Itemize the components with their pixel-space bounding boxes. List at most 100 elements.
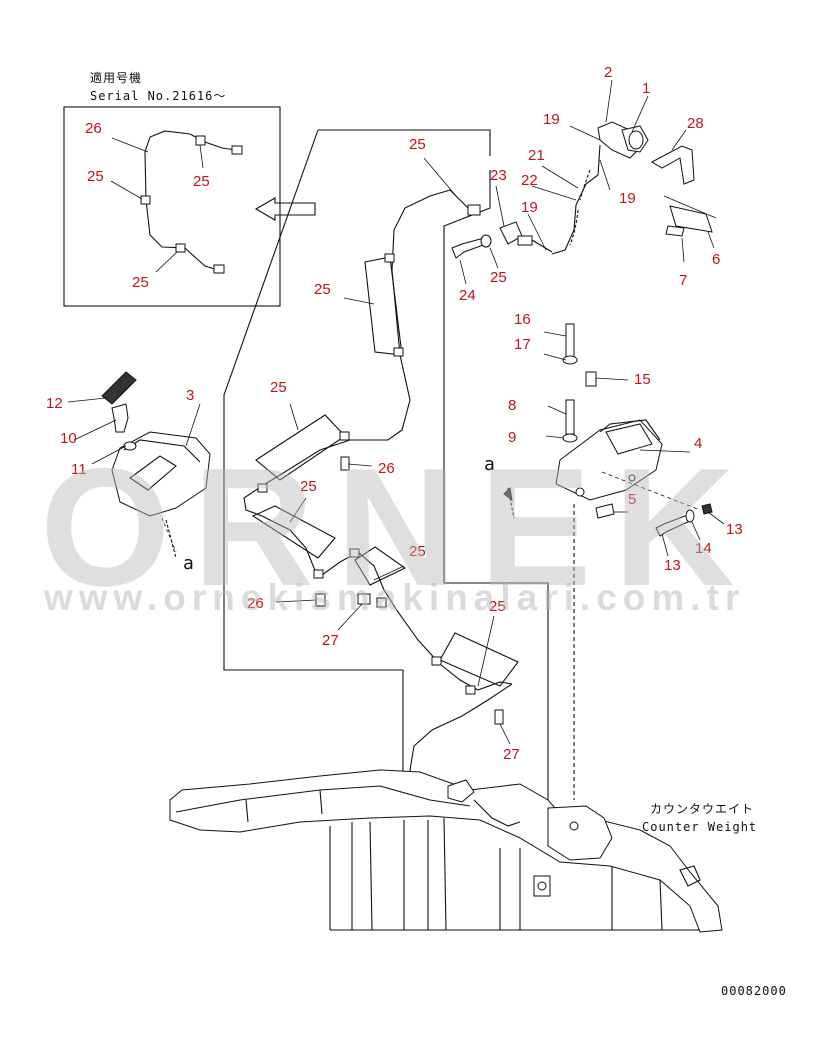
harness-label-box-3 <box>251 505 336 559</box>
lamp-cable <box>551 144 601 255</box>
nut-13 <box>701 503 713 515</box>
inset-connector-bottom <box>213 264 225 274</box>
callout-11: 11 <box>71 461 87 478</box>
inset-frame <box>63 106 281 307</box>
callout-19-right: 19 <box>619 190 636 207</box>
inset-pointer-arrow <box>254 197 316 221</box>
callout-27-b: 27 <box>503 746 520 763</box>
leader-lines <box>67 79 725 745</box>
washer-18 <box>562 355 578 365</box>
clamp-16 <box>585 371 597 387</box>
harness-label-box-5 <box>439 632 519 687</box>
sunshade-12 <box>101 371 137 405</box>
washer-11 <box>123 441 137 451</box>
callout-28: 28 <box>687 115 704 132</box>
callout-12: 12 <box>46 395 63 412</box>
inset-connector-top <box>231 145 243 155</box>
callout-5: 5 <box>628 491 636 508</box>
bolt-17 <box>565 323 575 359</box>
inset-serial-label: Serial No.21616〜 <box>90 89 226 103</box>
callout-24: 25 <box>490 269 507 286</box>
callout-25-inset-2: 25 <box>193 173 210 190</box>
mount-plate <box>669 205 713 233</box>
inset-clip-1 <box>140 195 151 205</box>
callout-25-upper: 25 <box>314 281 331 298</box>
lamp-lens <box>628 130 644 150</box>
screw-10 <box>111 403 129 433</box>
callout-7: 7 <box>679 272 687 289</box>
bracket-assembly <box>555 323 713 800</box>
callout-27-a: 27 <box>322 632 339 649</box>
clamp-27-b <box>376 597 387 608</box>
harness-clip-5 <box>313 569 324 579</box>
harness-clip-3 <box>339 431 350 441</box>
callout-15: 14 <box>695 540 712 557</box>
harness-clip-4 <box>257 483 268 493</box>
lamp-assembly <box>451 121 717 259</box>
grab-handle <box>650 145 695 185</box>
inset-clip-2 <box>175 243 186 253</box>
harness-clip-8 <box>465 685 476 695</box>
callout-25-inset-3: 25 <box>132 274 149 291</box>
callout-19-mid: 19 <box>521 199 538 216</box>
callout-2: 2 <box>604 64 612 81</box>
callout-26-inset: 26 <box>85 120 102 137</box>
drawing-number: 00082000 <box>721 984 787 998</box>
pad-5 <box>595 503 615 519</box>
counterweight-top <box>169 769 723 933</box>
view-arrow-left <box>165 519 177 559</box>
harness-connector-top <box>467 204 481 216</box>
callout-labels: 2 1 19 28 21 23 22 19 19 6 7 25 24 16 17… <box>46 64 743 763</box>
socket-connector <box>517 235 533 246</box>
watermark-url: www.ornekismakinalari.com.tr <box>43 577 745 618</box>
callout-16: 15 <box>634 371 651 388</box>
watermark-brand: ORNEK <box>40 433 757 621</box>
callout-26-mid: 26 <box>378 460 395 477</box>
callout-9: 9 <box>508 429 516 446</box>
counterweight-body <box>169 769 723 933</box>
callout-25-left: 25 <box>300 478 317 495</box>
cover-3 <box>111 431 211 517</box>
callout-3: 3 <box>186 387 194 404</box>
view-marker-left: a <box>183 553 195 574</box>
location-label-jp: カウンタウエイト <box>650 802 754 816</box>
callout-4: 4 <box>694 435 702 452</box>
callout-14: 13 <box>664 557 681 574</box>
inset-applicability-label: 適用号機 <box>90 70 142 85</box>
callout-18: 17 <box>514 336 531 353</box>
callout-25-top: 25 <box>409 136 426 153</box>
callout-1: 1 <box>642 80 650 97</box>
clamp-26-a <box>340 456 350 471</box>
harness-clip-1 <box>384 253 395 263</box>
harness-clip-7 <box>431 656 442 666</box>
bolt-8 <box>565 399 575 435</box>
callout-10: 10 <box>60 430 77 447</box>
harness-clip-2 <box>393 347 404 357</box>
mount-block <box>547 805 613 861</box>
washer-24 <box>480 234 492 248</box>
callout-22: 23 <box>490 167 507 184</box>
view-marker-right: a <box>484 454 496 475</box>
cable-grommet <box>447 779 475 803</box>
callout-6: 6 <box>712 251 720 268</box>
callout-25-inset-1: 25 <box>87 168 104 185</box>
harness-label-box-4 <box>354 546 407 586</box>
clamp-27-a <box>357 593 371 605</box>
callout-13: 13 <box>726 521 743 538</box>
callout-17: 16 <box>514 311 531 328</box>
callout-26-low: 26 <box>247 595 264 612</box>
routing-outline-right <box>318 129 549 800</box>
washer-15 <box>685 509 695 523</box>
inset-panel: 適用号機 Serial No.21616〜 <box>63 70 281 307</box>
callout-23: 24 <box>459 287 476 304</box>
callout-21: 22 <box>521 172 538 189</box>
harness-label-box-1 <box>364 256 403 356</box>
callout-25-mid: 25 <box>270 379 287 396</box>
callout-8: 8 <box>508 397 516 414</box>
inset-clip-3 <box>195 135 206 146</box>
harness-clip-6 <box>349 548 360 558</box>
clamp-27-c <box>494 709 504 725</box>
cover-assembly <box>101 371 211 553</box>
location-label-en: Counter Weight <box>642 820 757 834</box>
